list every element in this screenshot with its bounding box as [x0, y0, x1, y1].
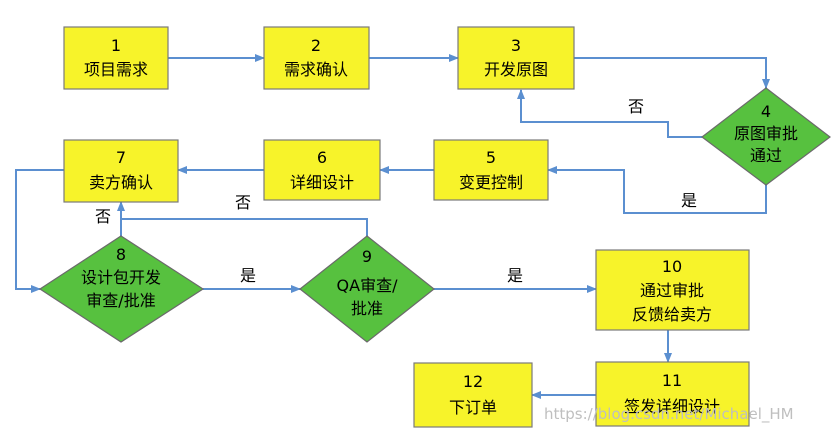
node-8-label-line1: 设计包开发 [81, 268, 161, 287]
node-9-qa-review-decision: 9 QA审查/ 批准 [299, 235, 435, 343]
node-4-label-line1: 原图审批 [734, 124, 798, 143]
node-8-number: 8 [116, 245, 126, 264]
node-7-seller-confirmation: 7 卖方确认 [63, 139, 179, 203]
node-9-label-line1: QA审查/ [337, 276, 399, 295]
node-7-number: 7 [116, 148, 126, 167]
node-8-design-package-review-decision: 8 设计包开发 审查/批准 [38, 235, 205, 343]
node-4-number: 4 [761, 102, 771, 121]
edge-label-yes-4-5: 是 [681, 191, 697, 210]
node-11-label: 签发详细设计 [624, 397, 720, 416]
node-7-label: 卖方确认 [89, 173, 153, 192]
node-3-label: 开发原图 [484, 60, 548, 79]
edge-7-8 [15, 169, 64, 293]
node-10-label-line1: 通过审批 [640, 281, 704, 300]
node-10-label-line2: 反馈给卖方 [632, 305, 712, 324]
edge-9-7-no [121, 218, 368, 236]
node-8-label-line2: 审查/批准 [86, 291, 155, 310]
node-12-number: 12 [463, 372, 483, 391]
node-5-number: 5 [486, 148, 496, 167]
edge-label-no-9-7: 否 [235, 193, 251, 212]
node-10-approval-feedback: 10 通过审批 反馈给卖方 [595, 249, 750, 331]
node-1-project-requirements: 1 项目需求 [63, 26, 169, 90]
node-4-label-line2: 通过 [750, 146, 782, 165]
node-11-number: 11 [662, 371, 682, 390]
node-3-develop-drawing: 3 开发原图 [457, 26, 575, 90]
edge-label-no-8-7: 否 [95, 207, 111, 226]
node-10-number: 10 [662, 257, 682, 276]
watermark: https://blog.csdn.net/Michael_HM [544, 405, 794, 424]
node-9-number: 9 [362, 247, 372, 266]
node-12-label: 下订单 [449, 398, 497, 417]
edge-4-3-no [517, 89, 702, 138]
edge-4-5-yes [547, 166, 767, 214]
edge-label-yes-9-10: 是 [507, 266, 523, 285]
node-5-label: 变更控制 [459, 173, 523, 192]
node-6-label: 详细设计 [290, 173, 354, 192]
node-2-number: 2 [311, 36, 321, 55]
node-11-issue-detailed-design: 11 签发详细设计 [595, 361, 750, 427]
node-6-detailed-design: 6 详细设计 [263, 139, 381, 201]
node-1-number: 1 [111, 36, 121, 55]
node-1-label: 项目需求 [84, 60, 148, 79]
edge-label-yes-8-9: 是 [240, 266, 256, 285]
node-5-change-control: 5 变更控制 [433, 139, 549, 201]
node-9-label-line2: 批准 [351, 299, 383, 318]
node-12-place-order: 12 下订单 [413, 362, 533, 428]
node-6-number: 6 [317, 148, 327, 167]
node-2-label: 需求确认 [284, 60, 348, 79]
node-2-requirement-confirmation: 2 需求确认 [263, 26, 370, 90]
edge-label-no-4-3: 否 [628, 97, 644, 116]
node-4-drawing-approval-decision: 4 原图审批 通过 [701, 87, 831, 186]
edge-3-4 [574, 57, 770, 89]
node-3-number: 3 [511, 36, 521, 55]
